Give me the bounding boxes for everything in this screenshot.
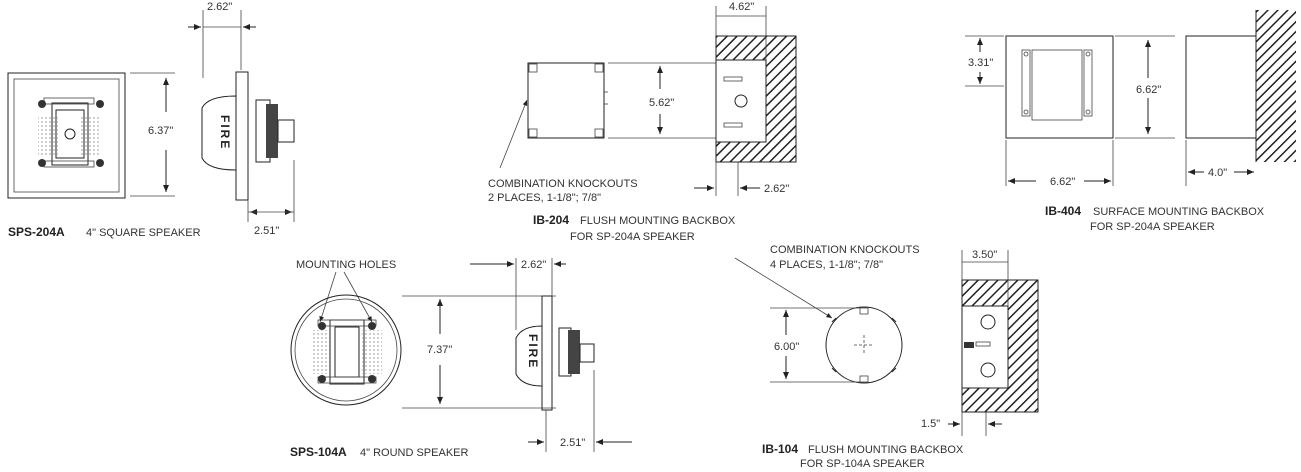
ib204-knockouts-line2: 2 PLACES, 1-1/8"; 7/8" xyxy=(488,192,601,204)
sps204a-front-view xyxy=(7,72,126,199)
ib404-left-dimension: 3.31" xyxy=(965,35,1004,87)
ib104-desc-line2: FOR SP-104A SPEAKER xyxy=(800,458,925,470)
ib204-desc-line1: FLUSH MOUNTING BACKBOX xyxy=(580,215,736,227)
ib104-model: IB-104 xyxy=(762,442,798,456)
sps104a-desc: 4" ROUND SPEAKER xyxy=(360,447,468,459)
sps104a-fire-label: FIRE xyxy=(526,334,540,369)
ib204-desc-line2: FOR SP-204A SPEAKER xyxy=(570,231,695,243)
ib404-desc-line2: FOR SP-204A SPEAKER xyxy=(1090,221,1215,233)
ib404-depth-dimension: 4.0" xyxy=(1185,140,1254,186)
ib204-top-dimension: 4.62" xyxy=(715,1,767,60)
ib204-knockouts-line1: COMBINATION KNOCKOUTS xyxy=(488,178,638,190)
ib104-height-dimension: 6.00" xyxy=(770,307,860,383)
ib204-dim-top: 4.62" xyxy=(729,1,754,13)
ib204-dim-bottom: 2.62" xyxy=(764,183,789,195)
ib204-bottom-dimension: 2.62" xyxy=(694,162,789,196)
ib104-dim-height: 6.00" xyxy=(774,341,799,353)
ib404-height-dimension: 6.62" xyxy=(1115,35,1175,139)
sps104a-mounting-holes: MOUNTING HOLES xyxy=(296,259,396,271)
ib404-dim-height: 6.62" xyxy=(1136,84,1161,96)
ib404-desc-line1: SURFACE MOUNTING BACKBOX xyxy=(1093,206,1265,218)
sps104a-dim-top: 2.62" xyxy=(521,259,546,271)
sps104a-dim-bottom: 2.51" xyxy=(560,437,585,449)
sps204a-height-dimension: 6.37" xyxy=(130,72,175,197)
ib204-front-view xyxy=(527,62,608,139)
ib104-top-dimension: 3.50" xyxy=(961,249,1009,306)
ib404-dim-depth: 4.0" xyxy=(1208,167,1227,179)
ib404-model: IB-404 xyxy=(1045,204,1081,218)
ib104-knockouts-line2: 4 PLACES, 1-1/8"; 7/8" xyxy=(770,259,883,271)
sps204a-dim-top: 2.62" xyxy=(207,1,232,13)
sps104a-bottom-dimension: 2.51" xyxy=(528,370,632,452)
ib204-height-dimension: 5.62" xyxy=(608,62,716,139)
sps104a-height-dimension: 7.37" xyxy=(402,295,556,409)
ib204-side-view xyxy=(715,35,797,163)
sps204a-bottom-dimension: 2.51" xyxy=(247,160,295,237)
sps104a-dim-height: 7.37" xyxy=(427,344,452,356)
ib104-desc-line1: FLUSH MOUNTING BACKBOX xyxy=(808,444,964,456)
ib104-bottom-dimension: 1.5" xyxy=(921,412,1002,436)
ib204-dim-height: 5.62" xyxy=(649,97,674,109)
sps204a-top-dimension: 2.62" xyxy=(188,1,256,78)
ib404-dim-left: 3.31" xyxy=(968,57,993,69)
ib404-front-view xyxy=(1005,35,1114,139)
ib104-side-view xyxy=(961,279,1039,413)
ib404-dim-width: 6.62" xyxy=(1050,176,1075,188)
ib404-width-dimension: 6.62" xyxy=(1005,140,1114,188)
sps204a-desc: 4" SQUARE SPEAKER xyxy=(86,227,201,239)
ib404-side-view xyxy=(1185,10,1296,162)
sps104a-model: SPS-104A xyxy=(290,445,347,459)
sps204a-model: SPS-204A xyxy=(8,225,65,239)
sps104a-side-view: FIRE xyxy=(515,295,595,411)
sps104a-front-view xyxy=(290,294,402,406)
sps204a-fire-label: FIRE xyxy=(218,115,232,150)
ib104-dim-top: 3.50" xyxy=(972,249,997,261)
ib104-dim-bottom: 1.5" xyxy=(921,418,940,430)
sps204a-dim-height: 6.37" xyxy=(148,125,173,137)
ib104-knockouts-line1: COMBINATION KNOCKOUTS xyxy=(770,244,920,256)
ib204-model: IB-204 xyxy=(533,213,569,227)
ib104-front-view xyxy=(825,306,903,384)
sps104a-top-dimension: 2.62" xyxy=(470,258,566,330)
sps204a-side-view: FIRE xyxy=(201,71,295,201)
sps204a-dim-bottom: 2.51" xyxy=(254,225,279,237)
